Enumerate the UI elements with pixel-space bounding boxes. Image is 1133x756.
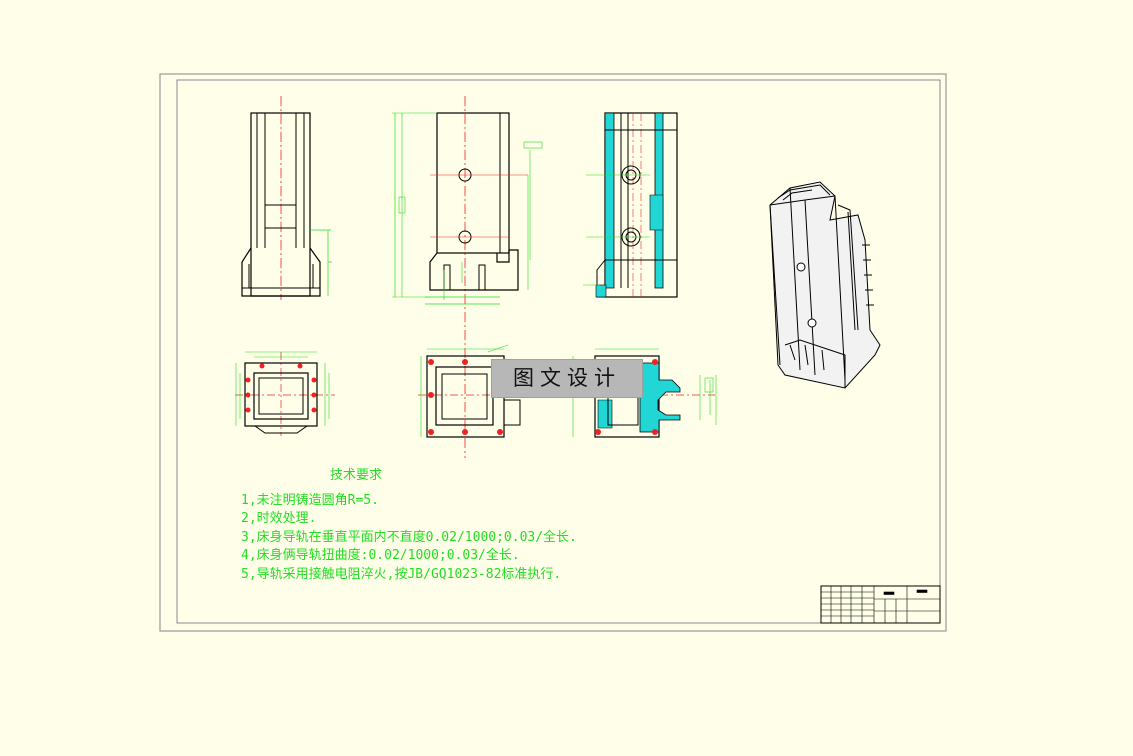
outer-border [159, 73, 947, 632]
watermark-label: 图文设计 [491, 359, 643, 398]
front-view-middle [392, 96, 543, 458]
note-line-1: 1,未注明铸造圆角R=5. [241, 492, 379, 508]
section-view-right [583, 112, 678, 298]
title-block [820, 585, 941, 624]
front-view-left [241, 96, 332, 300]
technical-requirements: 技术要求 1,未注明铸造圆角R=5. 2,时效处理. 3,床身导轨在垂直平面内不… [241, 467, 577, 584]
section-plan-right [572, 348, 717, 438]
note-line-5: 5,导轨采用接触电阻淬火,按JB/GQ1023-82标准执行. [241, 566, 562, 582]
notes-title: 技术要求 [330, 468, 383, 483]
note-line-3: 3,床身导轨在垂直平面内不直度0.02/1000;0.03/全长. [241, 529, 577, 545]
plan-view-left [235, 351, 335, 436]
note-line-4: 4,床身俩导轨扭曲度:0.02/1000;0.03/全长. [241, 548, 520, 563]
note-line-2: 2,时效处理. [241, 511, 317, 526]
inner-border [176, 79, 941, 624]
isometric-view [769, 181, 881, 389]
